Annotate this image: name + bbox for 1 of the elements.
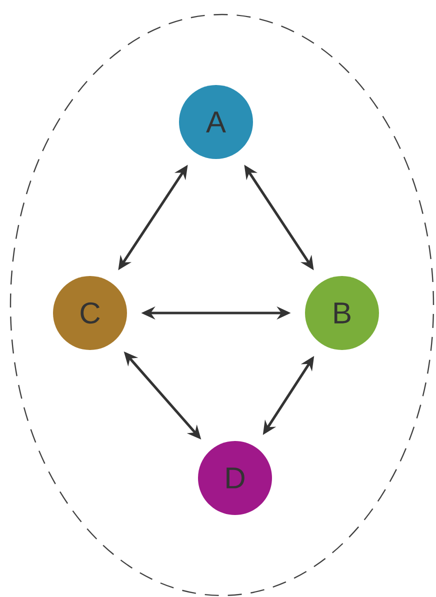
dashed-ellipse [10, 14, 434, 596]
